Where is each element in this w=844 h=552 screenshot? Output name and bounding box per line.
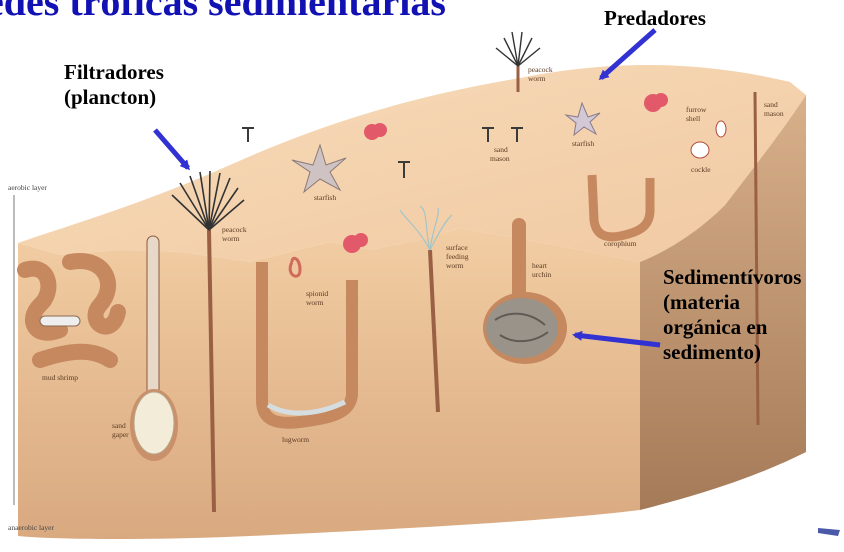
furrow-shell-label-b: shell xyxy=(686,114,700,123)
slide-title: edes tróficas sedimentarias xyxy=(0,0,446,25)
starfish-label-1: starfish xyxy=(314,193,336,202)
furrow-shell xyxy=(716,121,726,137)
spionid-worm-label-a: spionid xyxy=(306,289,328,298)
anaerobic-layer-label: anaerobic layer xyxy=(8,523,55,532)
sand-gaper-label-b: gaper xyxy=(112,430,129,439)
aerobic-layer-label: aerobic layer xyxy=(8,183,47,192)
corophium-label: corophium xyxy=(604,239,637,248)
filter-feeders-label-line2: (plancton) xyxy=(64,85,164,110)
heart-urchin-label-a: heart xyxy=(532,261,548,270)
mud-shrimp-label: mud shrimp xyxy=(42,373,78,382)
sand-mason-label-2b: mason xyxy=(764,109,784,118)
heart-urchin-label-b: urchin xyxy=(532,270,551,279)
peacock-worm-label-1b: worm xyxy=(222,234,240,243)
mud-shrimp xyxy=(40,316,80,326)
predators-label: Predadores xyxy=(604,6,706,30)
lugworm-label: lugworm xyxy=(282,435,309,444)
peacock-worm-label-1a: peacock xyxy=(222,225,247,234)
deposit-feeders-label-line4: sedimento) xyxy=(663,340,801,365)
sand-mason-label-2a: sand xyxy=(764,100,778,109)
filter-feeders-callout: Filtradores (plancton) xyxy=(64,60,164,110)
deposit-feeders-callout: Sedimentívoros (materia orgánica en sedi… xyxy=(663,265,801,365)
deposit-feeders-label-line2: (materia xyxy=(663,290,801,315)
deposit-feeders-label-line3: orgánica en xyxy=(663,315,801,340)
sand-mason-label-1b: mason xyxy=(490,154,510,163)
filter-feeders-label-line1: Filtradores xyxy=(64,60,164,85)
filter-feeders-arrow xyxy=(155,130,188,168)
sand-mason-label-1a: sand xyxy=(494,145,508,154)
cockle-label: cockle xyxy=(691,165,711,174)
surface-feeding-worm-label-b: feeding xyxy=(446,252,469,261)
spionid-worm-label-b: worm xyxy=(306,298,324,307)
surface-feeding-worm-label-a: surface xyxy=(446,243,468,252)
peacock-worm-label-2a: peacock xyxy=(528,65,553,74)
predators-callout: Predadores xyxy=(604,6,706,31)
surface-feeding-worm-label-c: worm xyxy=(446,261,464,270)
peacock-worm-label-2b: worm xyxy=(528,74,546,83)
furrow-shell-label-a: furrow xyxy=(686,105,707,114)
cockle xyxy=(691,142,709,158)
starfish-label-2: starfish xyxy=(572,139,594,148)
logo-mark xyxy=(818,528,840,536)
deposit-feeders-label-line1: Sedimentívoros xyxy=(663,265,801,290)
sand-gaper-label-a: sand xyxy=(112,421,126,430)
